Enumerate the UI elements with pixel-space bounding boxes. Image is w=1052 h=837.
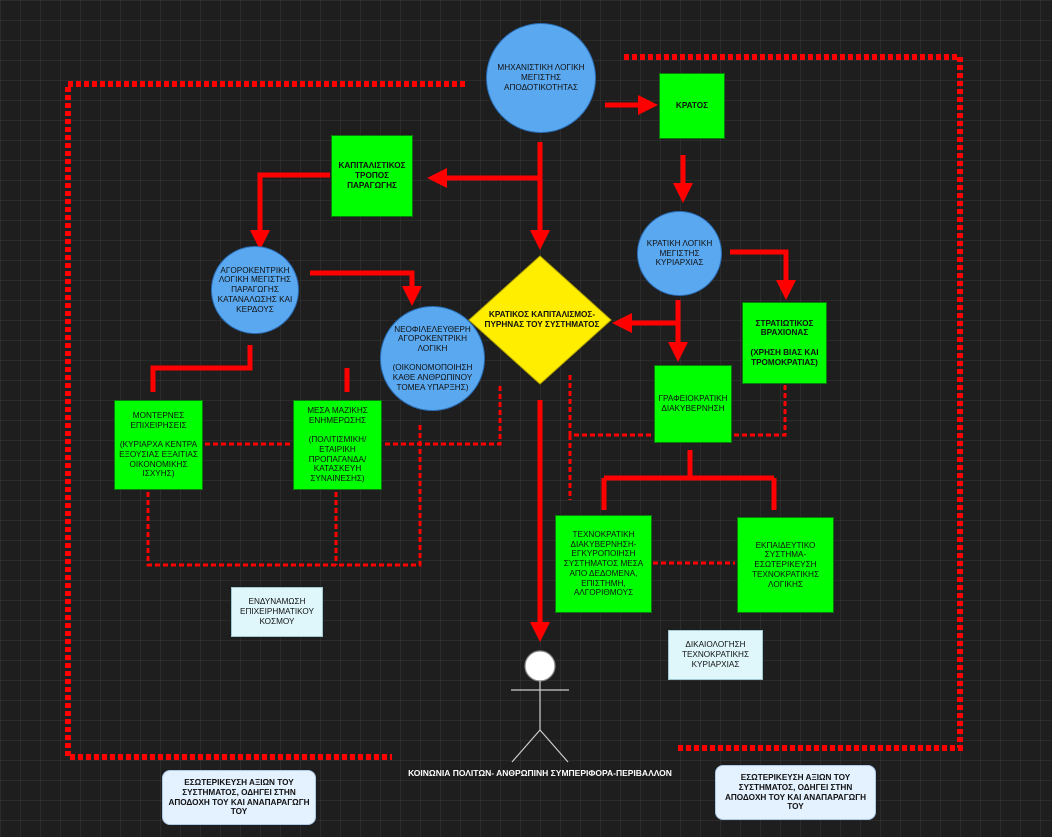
arrow-agorokentriki-to-neofileleftheri: [310, 270, 422, 306]
note-esoterikeusi-right: ΕΣΩΤΕΡΙΚΕΥΣΗ ΑΞΙΩΝ ΤΟΥ ΣΥΣΤΗΜΑΤΟΣ, ΟΔΗΓΕ…: [715, 765, 876, 820]
note-dikaiologisi: ΔΙΚΑΙΟΛΟΓΗΣΗ ΤΕΧΝΟΚΡΑΤΙΚΗΣ ΚΥΡΙΑΡΧΙΑΣ: [668, 630, 763, 680]
person-figure: [511, 650, 569, 763]
tree-agorokentriki: [150, 345, 253, 392]
link-endynamosi: [146, 425, 422, 567]
person-leg-left: [511, 729, 541, 763]
node-technokratiki: ΤΕΧΝΟΚΡΑΤΙΚΗ ΔΙΑΚΥΒΕΡΝΗΣΗ- ΕΓΚΥΡΟΠΟΙΗΣΗ …: [555, 515, 652, 613]
arrow-kapitalistikos-to-agorokentriki: [250, 172, 330, 250]
diamond-kratikos-kapitalismos: [468, 255, 612, 385]
note-esoterikeusi-left: ΕΣΩΤΕΡΙΚΕΥΣΗ ΑΞΙΩΝ ΤΟΥ ΣΥΣΤΗΜΑΤΟΣ, ΟΔΗΓΕ…: [162, 770, 316, 825]
node-kratiki-logiki: ΚΡΑΤΙΚΗ ΛΟΓΙΚΗ ΜΕΓΙΣΤΗΣ ΚΥΡΙΑΡΧΙΑΣ: [637, 211, 722, 296]
node-grafeiokratiki: ΓΡΑΦΕΙΟΚΡΑΤΙΚΗ ΔΙΑΚΥΒΕΡΝΗΣΗ: [654, 365, 732, 443]
dashed-boundaries: [65, 54, 963, 760]
note-endynamosi: ΕΝΔΥΝΑΜΩΣΗ ΕΠΙΧΕΙΡΗΜΑΤΙΚΟΥ ΚΟΣΜΟΥ: [231, 587, 323, 637]
link-kapitalismos-grafeiokratiki: [568, 375, 655, 437]
node-ekpaideftiko: ΕΚΠΑΙΔΕΥΤΙΚΟ ΣΥΣΤΗΜΑ- ΕΣΩΤΕΡΙΚΕΥΣΗ ΤΕΧΝΟ…: [737, 517, 834, 613]
label-koinonia: ΚΟΙΝΩΝΙΑ ΠΟΛΙΤΩΝ- ΑΝΘΡΩΠΙΝΗ ΣΥΜΠΕΡΙΦΟΡΑ-…: [408, 768, 672, 778]
boundary-right: [624, 54, 963, 751]
node-stratiotikos: ΣΤΡΑΤΙΩΤΙΚΟΣ ΒΡΑΧΙΟΝΑΣ (ΧΡΗΣΗ ΒΙΑΣ ΚΑΙ Τ…: [742, 302, 827, 384]
link-mesa-neofileleftheri: [385, 385, 502, 446]
diamond-label: ΚΡΑΤΙΚΟΣ ΚΑΠΙΤΑΛΙΣΜΟΣ- ΠΥΡΗΝΑΣ ΤΟΥ ΣΥΣΤΗ…: [484, 310, 600, 329]
arrow-kratiki-to-stratiotikos: [730, 249, 796, 300]
node-kapitalistikos: ΚΑΠΙΤΑΛΙΣΤΙΚΟΣ ΤΡΟΠΟΣ ΠΑΡΑΓΩΓΗΣ: [331, 135, 413, 217]
arrows: [150, 95, 796, 642]
node-mechanistic-logic: ΜΗΧΑΝΙΣΤΙΚΗ ΛΟΓΙΚΗ ΜΕΓΙΣΤΗΣ ΑΠΟΔΟΤΙΚΟΤΗΤ…: [486, 23, 596, 133]
person-leg-right: [539, 729, 569, 763]
node-mesa: ΜΕΣΑ ΜΑΖΙΚΗΣ ΕΝΗΜΕΡΩΣΗΣ (ΠΟΛΙΤΙΣΜΙΚΗ/ ΕΤ…: [293, 400, 382, 490]
person-head: [524, 650, 556, 682]
node-monternes: ΜΟΝΤΕΡΝΕΣ ΕΠΙΧΕΙΡΗΣΕΙΣ (ΚΥΡΙΑΡΧΑ ΚΕΝΤΡΑ …: [114, 400, 203, 490]
link-stratiotikos-grafeiokratiki: [732, 385, 787, 437]
node-neofileleftheri: ΝΕΟΦΙΛΕΛΕΥΘΕΡΗ ΑΓΟΡΟΚΕΝΤΡΙΚΗ ΛΟΓΙΚΗ (ΟΙΚ…: [380, 306, 485, 411]
node-kratos: ΚΡΑΤΟΣ: [659, 73, 725, 139]
node-agorokentriki: ΑΓΟΡΟΚΕΝΤΡΙΚΗ ΛΟΓΙΚΗ ΜΕΓΙΣΤΗΣ ΠΑΡΑΓΩΓΗΣ …: [211, 246, 299, 334]
boundary-left: [65, 81, 465, 760]
